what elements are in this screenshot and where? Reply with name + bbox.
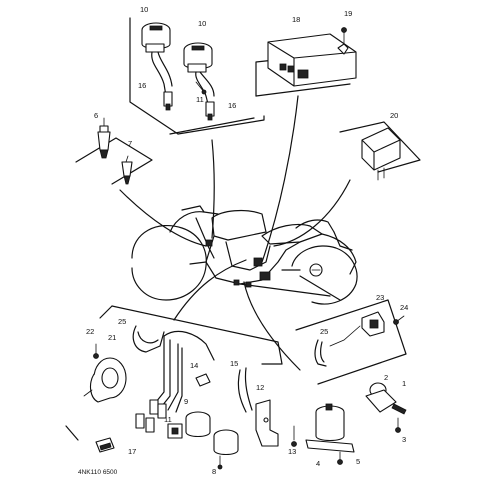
leader-lines bbox=[119, 95, 351, 371]
sensor-7 bbox=[121, 155, 133, 185]
relay-group bbox=[339, 121, 421, 181]
callout-11a: 11 bbox=[196, 95, 204, 104]
callout-4: 4 bbox=[316, 459, 320, 468]
callout-10a: 10 bbox=[140, 5, 148, 14]
horn bbox=[83, 357, 127, 403]
cdi-unit bbox=[255, 27, 357, 97]
ignition-coil-lower-2 bbox=[213, 429, 239, 470]
thermo-switch bbox=[97, 117, 111, 159]
fuel-tank bbox=[211, 209, 267, 241]
callout-3: 3 bbox=[402, 435, 406, 444]
callout-16a: 16 bbox=[138, 81, 146, 90]
callout-7: 7 bbox=[128, 139, 132, 148]
lower-left-group bbox=[65, 305, 297, 470]
lower-right-group bbox=[295, 299, 407, 465]
ignition-coil-2 bbox=[183, 42, 213, 73]
callout-1: 1 bbox=[402, 379, 406, 388]
callout-20: 20 bbox=[390, 111, 398, 120]
callout-17: 17 bbox=[128, 447, 136, 456]
front-wheel bbox=[131, 224, 207, 301]
seat bbox=[261, 223, 323, 245]
ignition-coil-1 bbox=[141, 22, 171, 53]
callout-12: 12 bbox=[256, 383, 264, 392]
callout-10b: 10 bbox=[198, 19, 206, 28]
callout-23: 23 bbox=[376, 293, 384, 302]
relay bbox=[361, 127, 401, 181]
ignition-coil-group bbox=[129, 17, 265, 135]
thermo-switch-group bbox=[75, 117, 153, 185]
motorcycle-outline bbox=[131, 205, 358, 305]
callout-labels: 1 2 3 4 5 6 7 8 9 10 10 11 11 12 13 14 1… bbox=[86, 5, 408, 476]
callout-24: 24 bbox=[400, 303, 408, 312]
ignition-coil-lower bbox=[167, 411, 211, 439]
sensor-23 bbox=[329, 311, 385, 347]
callout-9: 9 bbox=[184, 397, 188, 406]
diagram-code: 4NK110 6500 bbox=[78, 469, 118, 476]
rear-wheel bbox=[291, 245, 358, 305]
callout-15: 15 bbox=[230, 359, 238, 368]
callout-25a: 25 bbox=[118, 317, 126, 326]
callout-8: 8 bbox=[212, 467, 216, 476]
callout-21: 21 bbox=[108, 333, 116, 342]
callout-18: 18 bbox=[292, 15, 300, 24]
starter-relay bbox=[305, 403, 355, 453]
callout-22: 22 bbox=[86, 327, 94, 336]
callout-11b: 11 bbox=[164, 415, 172, 424]
callout-2: 2 bbox=[384, 373, 388, 382]
callout-14: 14 bbox=[190, 361, 198, 370]
switch-1 bbox=[365, 389, 407, 415]
callout-19: 19 bbox=[344, 9, 352, 18]
callout-13: 13 bbox=[288, 447, 296, 456]
callout-6: 6 bbox=[94, 111, 98, 120]
callout-25b: 25 bbox=[320, 327, 328, 336]
callout-5: 5 bbox=[356, 457, 360, 466]
callout-16b: 16 bbox=[228, 101, 236, 110]
